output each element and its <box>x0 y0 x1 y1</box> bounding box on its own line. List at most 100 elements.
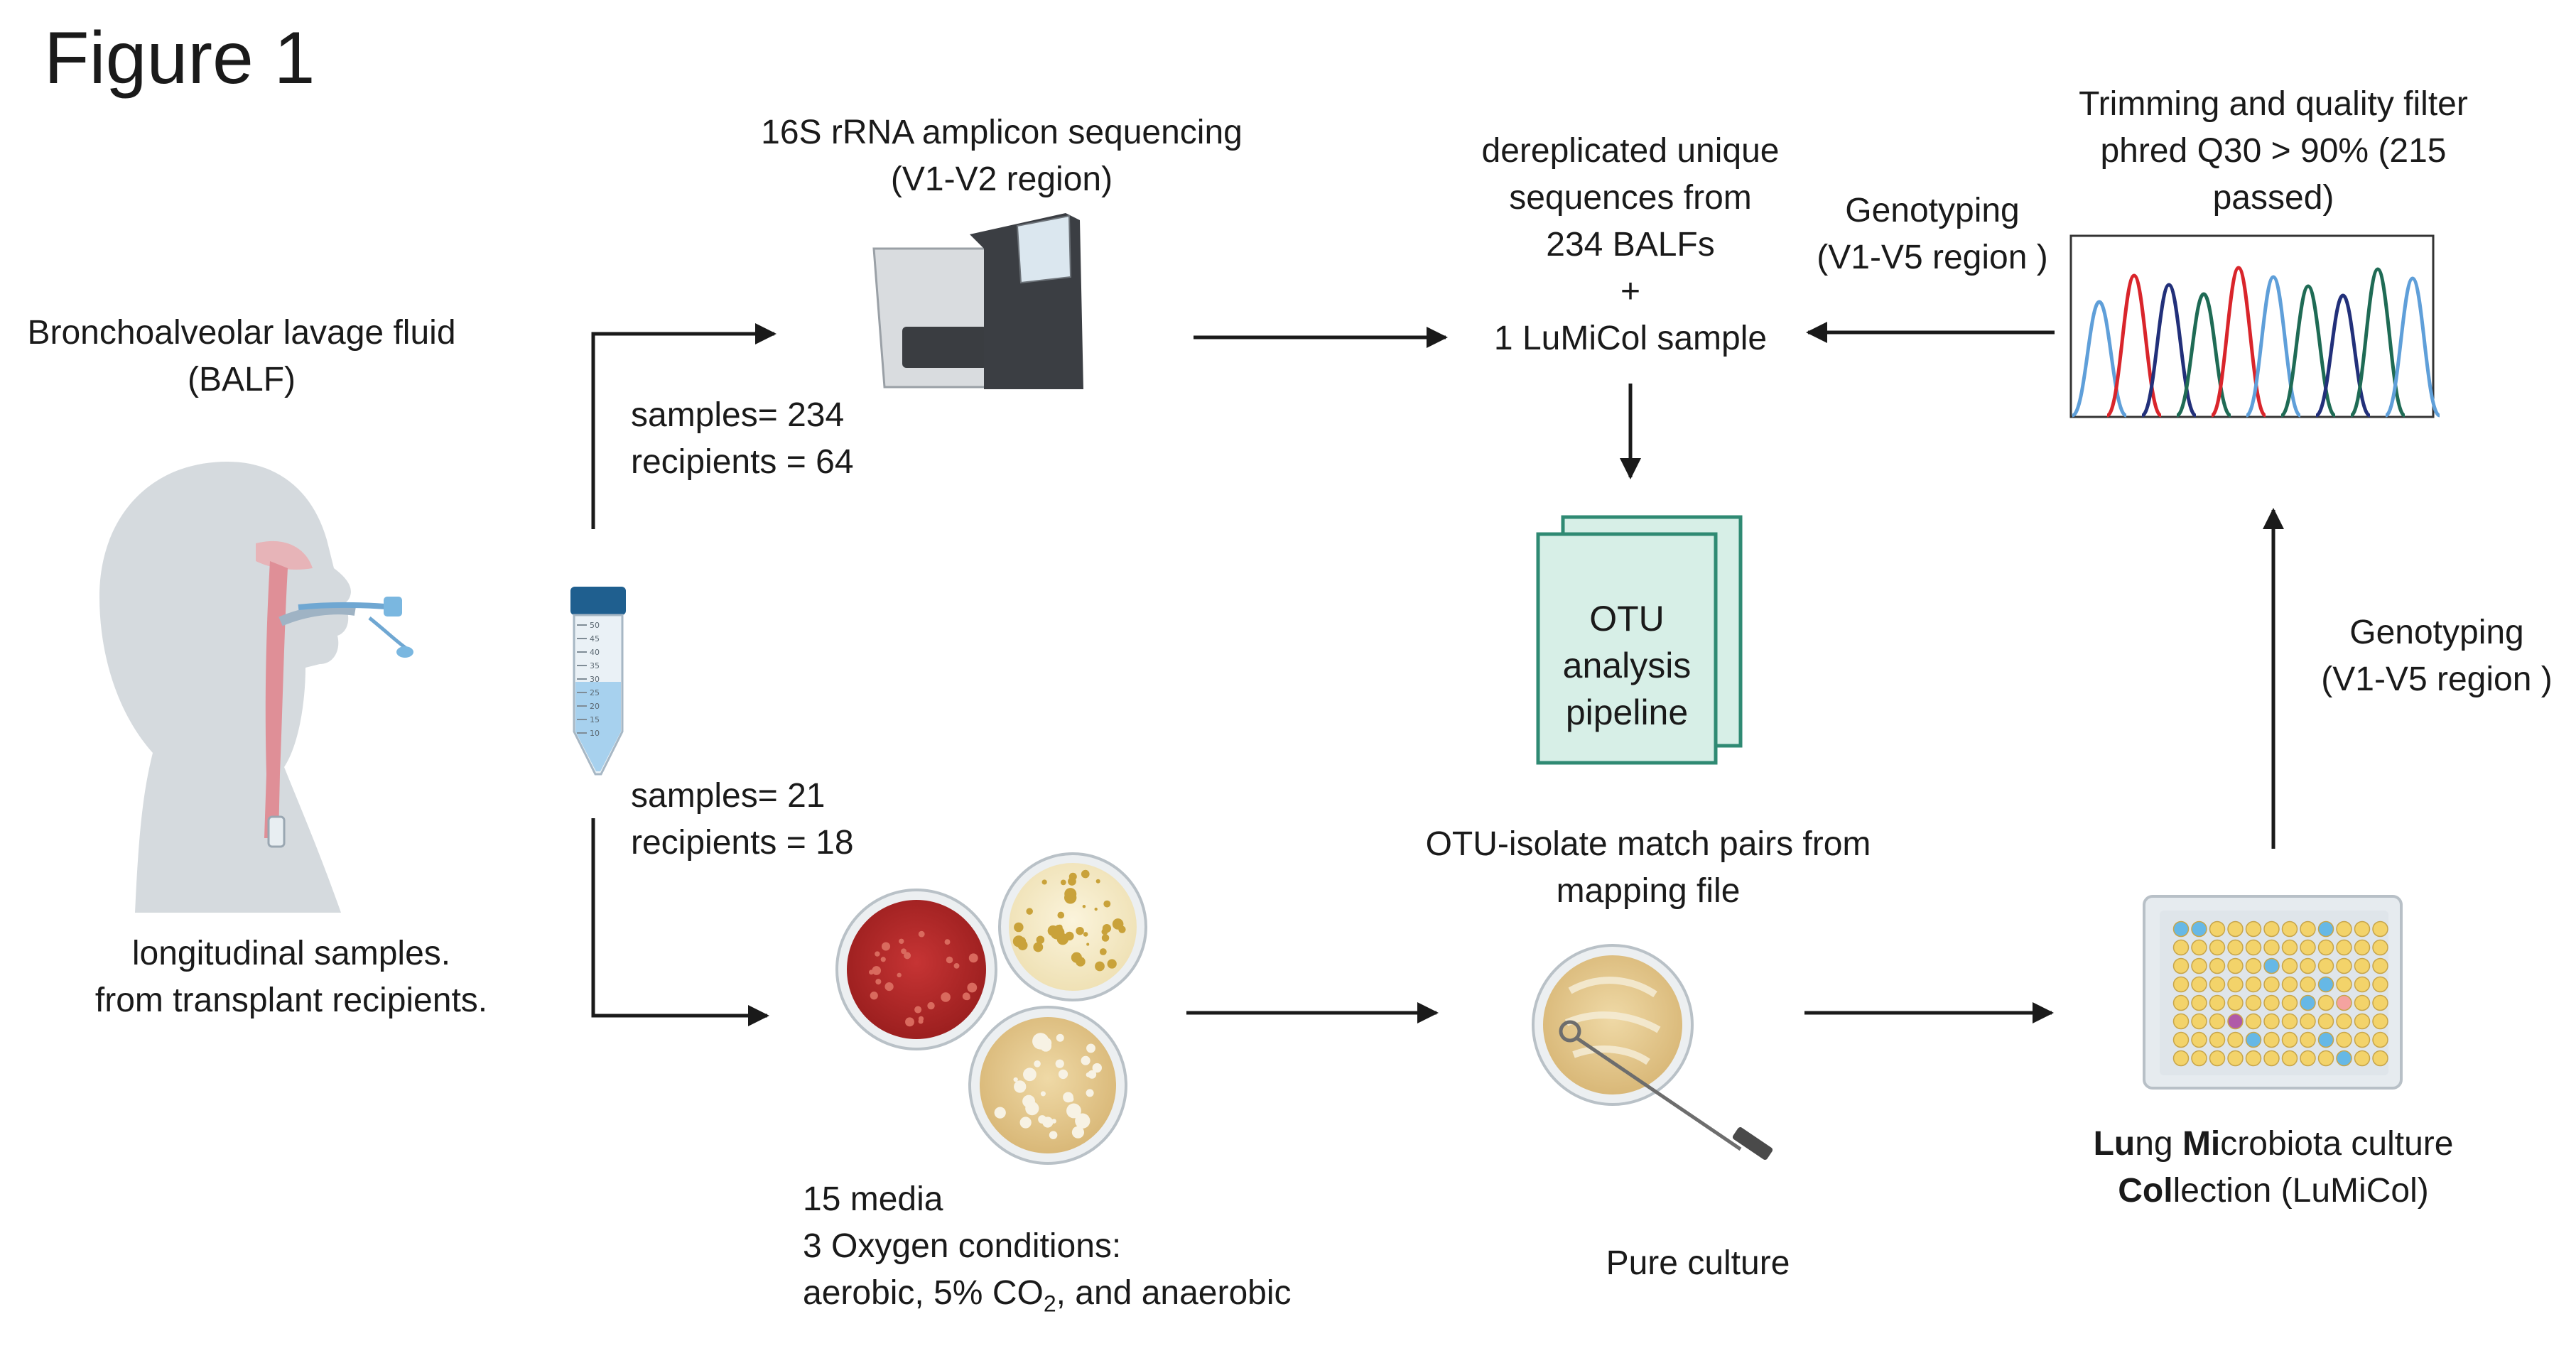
plate-well <box>2209 920 2226 938</box>
plate-well <box>2245 920 2262 938</box>
colony <box>1081 869 1090 879</box>
colony <box>1060 879 1066 886</box>
tube-scale-label: 35 <box>590 661 600 670</box>
colony <box>1071 952 1082 963</box>
plate-well <box>2227 1050 2244 1067</box>
patient-head-illustration <box>99 462 413 913</box>
plate-well <box>2372 920 2388 938</box>
tube-scale-label: 50 <box>590 621 600 630</box>
lumicol-label: Lung Microbiota culture Collection (LuMi… <box>2032 1121 2515 1215</box>
sequencing-line2: (V1-V2 region) <box>890 161 1113 198</box>
tube-scale-label: 25 <box>590 688 600 697</box>
culture-line1: 15 media <box>803 1180 943 1218</box>
colony <box>1038 1115 1046 1124</box>
colony <box>918 930 925 938</box>
colony <box>1088 1070 1097 1079</box>
plate-well <box>2245 994 2262 1011</box>
lumicol-text-crobiota: crobiota culture <box>2220 1125 2454 1163</box>
plate-well <box>2300 920 2316 938</box>
colony <box>994 1107 1006 1119</box>
colony <box>1101 934 1110 942</box>
plate-well <box>2209 957 2226 974</box>
colony <box>1092 1063 1102 1073</box>
colony <box>1064 888 1077 901</box>
colony <box>1095 961 1105 972</box>
plate-well <box>2300 1050 2316 1067</box>
plate-well <box>2227 994 2244 1011</box>
plate-well <box>2263 1050 2280 1067</box>
plate-well <box>2245 976 2262 993</box>
plate-well <box>2191 1013 2207 1030</box>
otu-match-line2: mapping file <box>1556 872 1741 910</box>
balf-caption-line2: from transplant recipients. <box>94 982 488 1019</box>
colony <box>1034 1060 1041 1068</box>
colony <box>1103 900 1111 908</box>
plate-well <box>2317 939 2334 956</box>
plate-well <box>2245 1031 2262 1048</box>
plate-well <box>2172 920 2190 938</box>
lumicol-line1: Lung Microbiota culture <box>2032 1121 2515 1168</box>
colony <box>872 966 882 975</box>
balf-title-line1: Bronchoalveolar lavage fluid <box>27 314 456 352</box>
plate-well <box>2281 939 2298 956</box>
sequencing-line1: 16S rRNA amplicon sequencing <box>761 114 1243 151</box>
plate-well <box>2372 1031 2388 1048</box>
plate-well <box>2317 957 2334 974</box>
plate-well <box>2172 1050 2190 1067</box>
plate-well <box>2336 976 2352 993</box>
trimming-label: Trimming and quality filter phred Q30 > … <box>2046 81 2501 222</box>
plate-well <box>2317 1031 2334 1048</box>
colony <box>1094 907 1098 911</box>
colony <box>904 952 911 960</box>
plate-well <box>2191 1031 2207 1048</box>
colony <box>946 956 953 964</box>
colony <box>884 982 894 992</box>
colony <box>968 953 978 963</box>
plate-well <box>2372 994 2388 1011</box>
pure-culture-dish <box>1532 944 1773 1160</box>
dereplicated-line5: 1 LuMiCol sample <box>1493 320 1768 357</box>
otu-line3: pipeline <box>1565 692 1689 732</box>
colony <box>927 1001 935 1010</box>
plate-well <box>2191 920 2207 938</box>
branch-bottom-recipients: recipients = 18 <box>631 824 854 862</box>
plate-well <box>2336 994 2352 1011</box>
colony <box>897 972 902 978</box>
plate-well <box>2281 976 2298 993</box>
plate-well <box>2354 1013 2371 1030</box>
culture-line3-post: , and anaerobic <box>1056 1274 1292 1312</box>
genotyping-right-label: Genotyping (V1-V5 region ) <box>2305 609 2568 703</box>
plate-well <box>2354 976 2371 993</box>
colony <box>1041 879 1047 885</box>
lumicol-text-ng: ng <box>2135 1125 2182 1163</box>
tube-scale-label: 20 <box>590 702 600 711</box>
plate-well <box>2300 957 2316 974</box>
colony <box>944 939 951 945</box>
plate-well <box>2300 1013 2316 1030</box>
plate-well <box>2317 994 2334 1011</box>
colony <box>953 962 960 969</box>
plate-well <box>2354 939 2371 956</box>
plate-well <box>2372 939 2388 956</box>
plate-well <box>2372 1050 2388 1067</box>
genotyping-right-line2: (V1-V5 region ) <box>2321 661 2553 698</box>
plate-well <box>2354 920 2371 938</box>
plate-well <box>2300 994 2316 1011</box>
plate-well <box>2300 976 2316 993</box>
plate-well <box>2263 1031 2280 1048</box>
colony <box>1023 1068 1037 1082</box>
plate-well <box>2191 957 2207 974</box>
colony <box>1065 931 1074 941</box>
dereplicated-line4: + <box>1620 273 1641 310</box>
lumicol-text-lection: lection (LuMiCol) <box>2172 1172 2429 1210</box>
lumicol-line2: Collection (LuMiCol) <box>2032 1168 2515 1215</box>
otu-match-line1: OTU-isolate match pairs from <box>1425 825 1871 863</box>
dereplicated-label: dereplicated unique sequences from 234 B… <box>1417 128 1844 362</box>
balf-caption-line1: longitudinal samples. <box>131 935 451 972</box>
plate-well <box>2300 939 2316 956</box>
tube-scale-label: 30 <box>590 675 600 684</box>
trimming-line3: passed) <box>2212 179 2334 217</box>
plate-well <box>2336 939 2352 956</box>
